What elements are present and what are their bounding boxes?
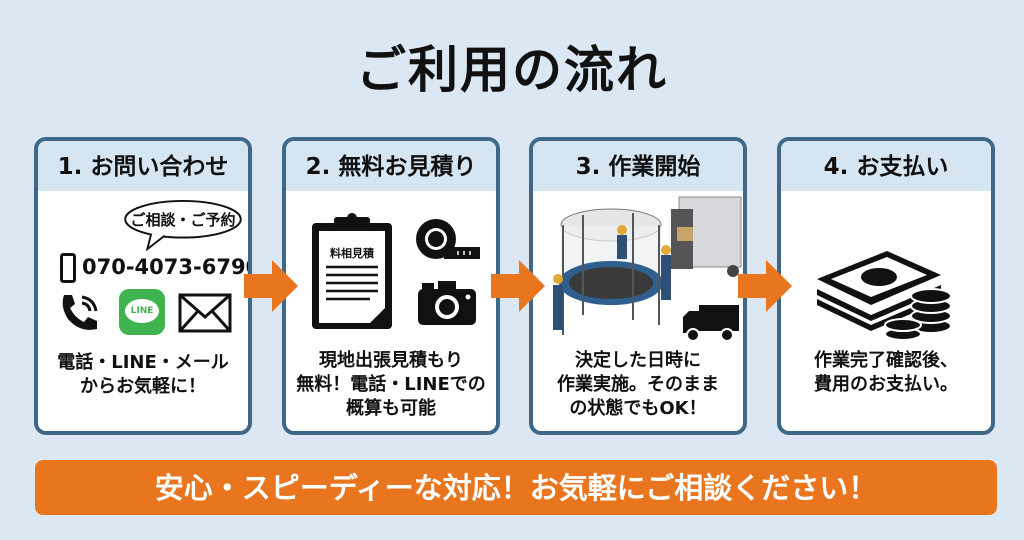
step-card-estimate: 2. 無料お見積り 料相見積 現地出張見積もり 無料！電話・LINEでの 概算も… <box>282 137 500 435</box>
clipboard-label: 料相見積 <box>330 247 374 260</box>
clipboard-icon: 料相見積 <box>310 213 394 335</box>
step-description: 現地出張見積もり 無料！電話・LINEでの 概算も可能 <box>286 349 496 421</box>
page-title: ご利用の流れ <box>356 41 668 99</box>
money-stack-icon <box>817 231 957 345</box>
step-description: 決定した日時に 作業実施。そのまま の状態でもOK！ <box>533 349 743 421</box>
step-heading: 2. 無料お見積り <box>286 141 496 191</box>
step-description: 電話・LINE・メール からお気軽に！ <box>38 351 248 399</box>
speech-bubble: ご相談・ご予約 <box>120 199 246 252</box>
trampoline-removal-illustration <box>553 195 743 349</box>
camera-icon <box>416 279 478 331</box>
desc-line: 電話・LINE・メール <box>57 352 229 373</box>
desc-line: 概算も可能 <box>346 398 436 419</box>
step-description: 作業完了確認後、 費用のお支払い。 <box>781 349 991 397</box>
cta-banner: 安心・スピーディーな対応！お気軽にご相談ください！ <box>35 460 997 515</box>
step-heading: 1. お問い合わせ <box>38 141 248 191</box>
desc-line: 費用のお支払い。 <box>814 374 958 395</box>
desc-line: 作業実施。そのまま <box>557 374 719 395</box>
step-card-contact: 1. お問い合わせ ご相談・ご予約 070-4073-6790 LINE 電話・… <box>34 137 252 435</box>
step-heading: 4. お支払い <box>781 141 991 191</box>
truck-icon <box>681 303 741 347</box>
bubble-text: ご相談・ご予約 <box>130 211 236 229</box>
phone-call-icon <box>58 291 102 339</box>
step-card-work: 3. 作業開始 決定した日時に 作業実施。そのまま の状態でもOK！ <box>529 137 747 435</box>
smartphone-icon <box>60 253 76 287</box>
line-label: LINE <box>125 299 159 323</box>
desc-line: の状態でもOK！ <box>569 398 707 419</box>
phone-number[interactable]: 070-4073-6790 <box>82 255 252 279</box>
desc-line: 決定した日時に <box>575 350 701 371</box>
desc-line: 無料！電話・LINEでの <box>296 374 486 395</box>
line-app-icon[interactable]: LINE <box>119 289 165 335</box>
desc-line: からお気軽に！ <box>80 376 206 397</box>
desc-line: 作業完了確認後、 <box>814 350 958 371</box>
mail-icon <box>178 293 232 337</box>
step-heading: 3. 作業開始 <box>533 141 743 191</box>
step-card-payment: 4. お支払い 作業完了確認後、 費用のお支払い。 <box>777 137 995 435</box>
tape-measure-icon <box>414 217 482 267</box>
desc-line: 現地出張見積もり <box>319 350 463 371</box>
